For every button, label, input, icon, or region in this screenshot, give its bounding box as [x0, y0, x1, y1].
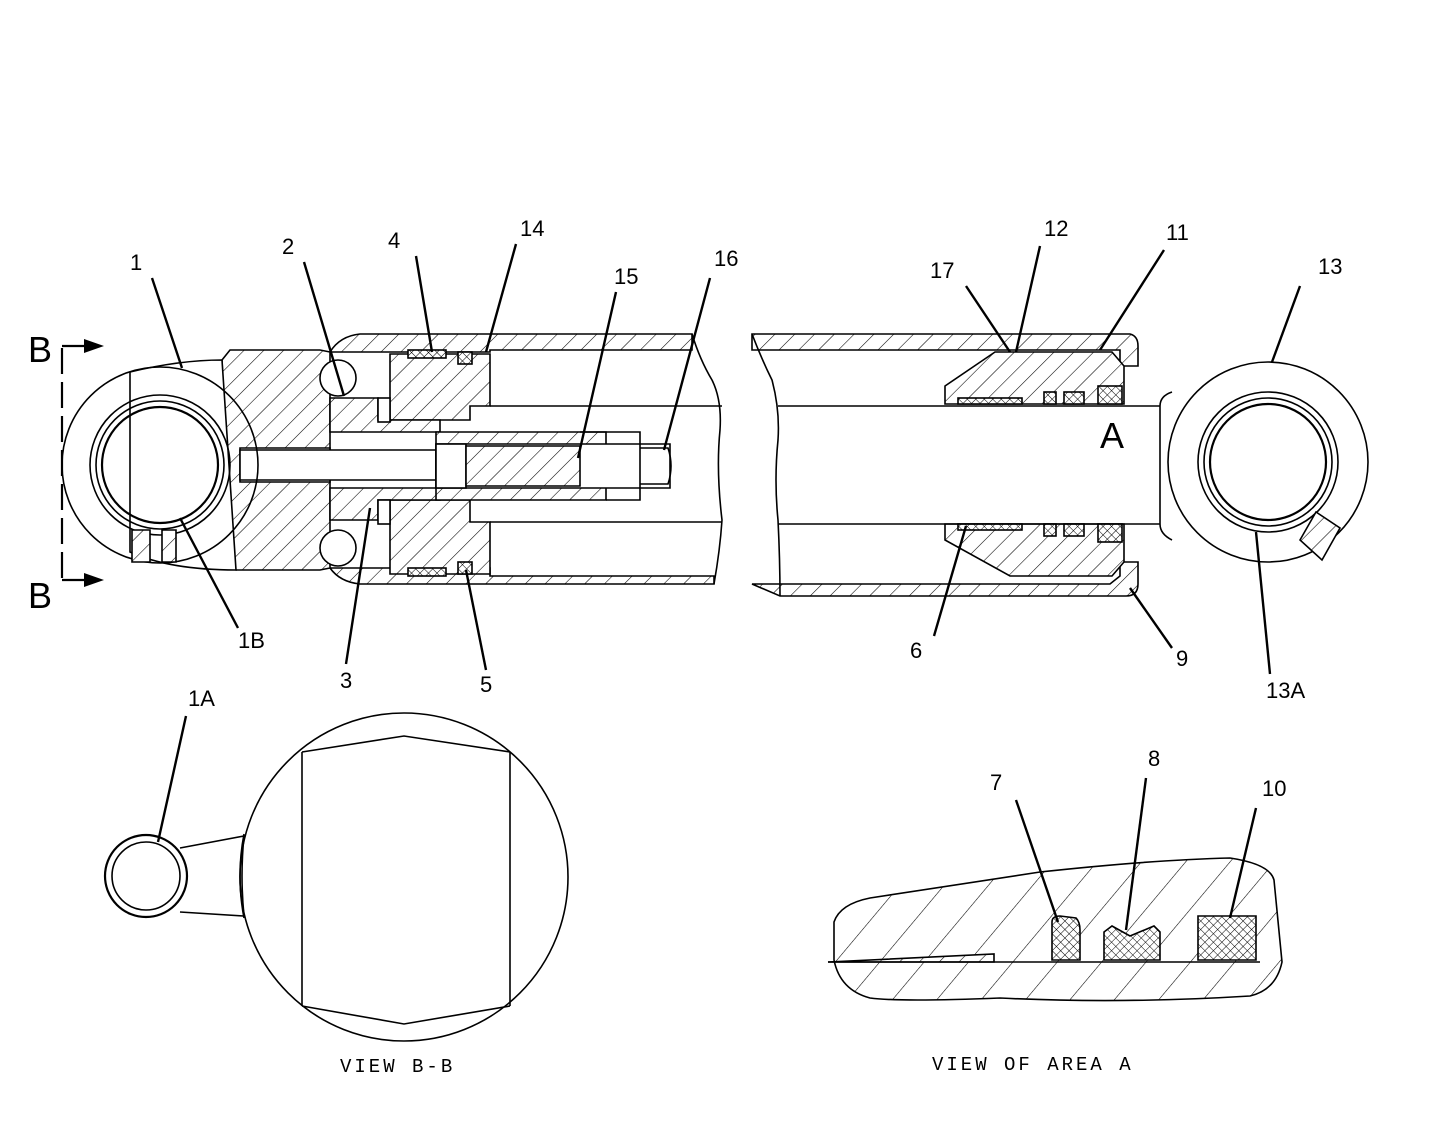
callout-15: 15	[614, 264, 638, 289]
callout-5: 5	[480, 672, 492, 697]
leader-lines	[150, 243, 1302, 931]
area-marker-a: A	[1100, 415, 1124, 456]
callout-10: 10	[1262, 776, 1286, 801]
view-bb-caption: VIEW B-B	[340, 1056, 455, 1078]
callout-1a: 1A	[188, 686, 215, 711]
rod-eye-right	[1167, 361, 1369, 563]
section-letter-bottom: B	[28, 575, 52, 616]
section-marker-bb: B B	[28, 329, 104, 616]
callout-14: 14	[520, 216, 544, 241]
callout-3: 3	[340, 668, 352, 693]
callout-16: 16	[714, 246, 738, 271]
view-area-a-caption: VIEW OF AREA A	[932, 1054, 1134, 1076]
callout-17: 17	[930, 258, 954, 283]
view-bb: VIEW B-B	[103, 712, 569, 1078]
cylinder-rod-end: A	[751, 333, 1173, 597]
callout-7: 7	[990, 770, 1002, 795]
callout-12: 12	[1044, 216, 1068, 241]
callout-labels: 1 2 4 14 15 16 12 17 11 13 1B 3 5 6 9 13…	[130, 216, 1342, 801]
callout-8: 8	[1148, 746, 1160, 771]
callout-1b: 1B	[238, 628, 265, 653]
callout-9: 9	[1176, 646, 1188, 671]
callout-2: 2	[282, 234, 294, 259]
callout-6: 6	[910, 638, 922, 663]
section-letter-top: B	[28, 329, 52, 370]
callout-13a: 13A	[1266, 678, 1305, 703]
view-of-area-a: VIEW OF AREA A	[827, 857, 1283, 1076]
callout-4: 4	[388, 228, 400, 253]
callout-11: 11	[1166, 220, 1189, 245]
callout-1: 1	[130, 250, 142, 275]
callout-13: 13	[1318, 254, 1342, 279]
cylinder-head-end	[129, 333, 723, 585]
lower-port	[319, 529, 357, 567]
